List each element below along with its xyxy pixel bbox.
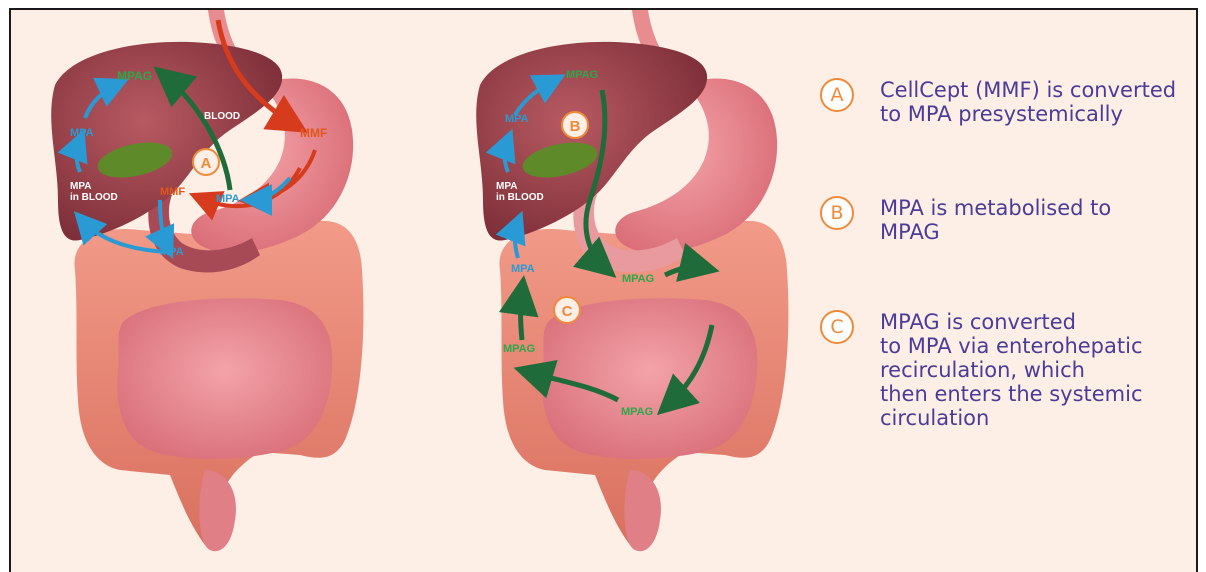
right-badge-b: B <box>562 112 588 138</box>
left-label-mmf-duo: MMF <box>160 186 185 198</box>
left-label-blood: BLOOD <box>204 111 240 122</box>
legend-text-c: MPAG is converted to MPA via enterohepat… <box>880 310 1143 430</box>
right-rectum <box>624 470 661 551</box>
legend-badge-a: A <box>820 78 854 112</box>
right-label-mpag-bottom: MPAG <box>621 406 653 418</box>
left-label-in-blood: in BLOOD <box>70 192 118 203</box>
legend-badge-c: C <box>820 310 854 344</box>
legend-item-b: B MPA is metabolised to MPAG <box>820 196 1111 244</box>
legend-item-a: A CellCept (MMF) is converted to MPA pre… <box>820 78 1176 126</box>
right-label-mpa-liver: MPA <box>505 113 529 125</box>
left-label-mpa-in: MPA <box>70 181 91 192</box>
right-label-mpag-colon: MPAG <box>622 273 654 285</box>
right-label-mpa-in: MPA <box>496 181 517 192</box>
left-label-mpa-duo: MPA <box>216 193 240 205</box>
left-badge-a: A <box>193 149 219 175</box>
legend-text-b: MPA is metabolised to MPAG <box>880 196 1111 244</box>
legend-text-a: CellCept (MMF) is converted to MPA presy… <box>880 78 1176 126</box>
left-label-mmf-top: MMF <box>300 126 327 140</box>
right-anatomy: MPAG MPA MPA in BLOOD MPA MPAG MPAG MPAG… <box>476 10 788 551</box>
right-arrow-mpag-up <box>521 290 523 340</box>
right-badge-b-text: B <box>570 118 581 135</box>
right-label-mpag-top: MPAG <box>566 69 598 81</box>
right-label-mpa-colon: MPA <box>511 263 535 275</box>
right-small-intestine <box>542 298 757 459</box>
legend-badge-b: B <box>820 196 854 230</box>
left-label-mpa-liver: MPA <box>70 127 94 139</box>
left-small-intestine <box>117 298 332 459</box>
right-label-mpag-left: MPAG <box>503 343 535 355</box>
legend-item-c: C MPAG is converted to MPA via enterohep… <box>820 310 1143 430</box>
right-label-in-blood: in BLOOD <box>496 192 544 203</box>
left-rectum <box>199 470 236 551</box>
left-label-mpa-gut: MPA <box>160 246 184 258</box>
right-badge-c-text: C <box>562 303 573 320</box>
left-label-mpag: MPAG <box>117 69 152 83</box>
left-anatomy: MPAG BLOOD MMF MPA MPA in BLOOD MMF MPA … <box>51 10 363 551</box>
right-badge-c: C <box>554 297 580 323</box>
left-badge-a-text: A <box>201 155 212 172</box>
